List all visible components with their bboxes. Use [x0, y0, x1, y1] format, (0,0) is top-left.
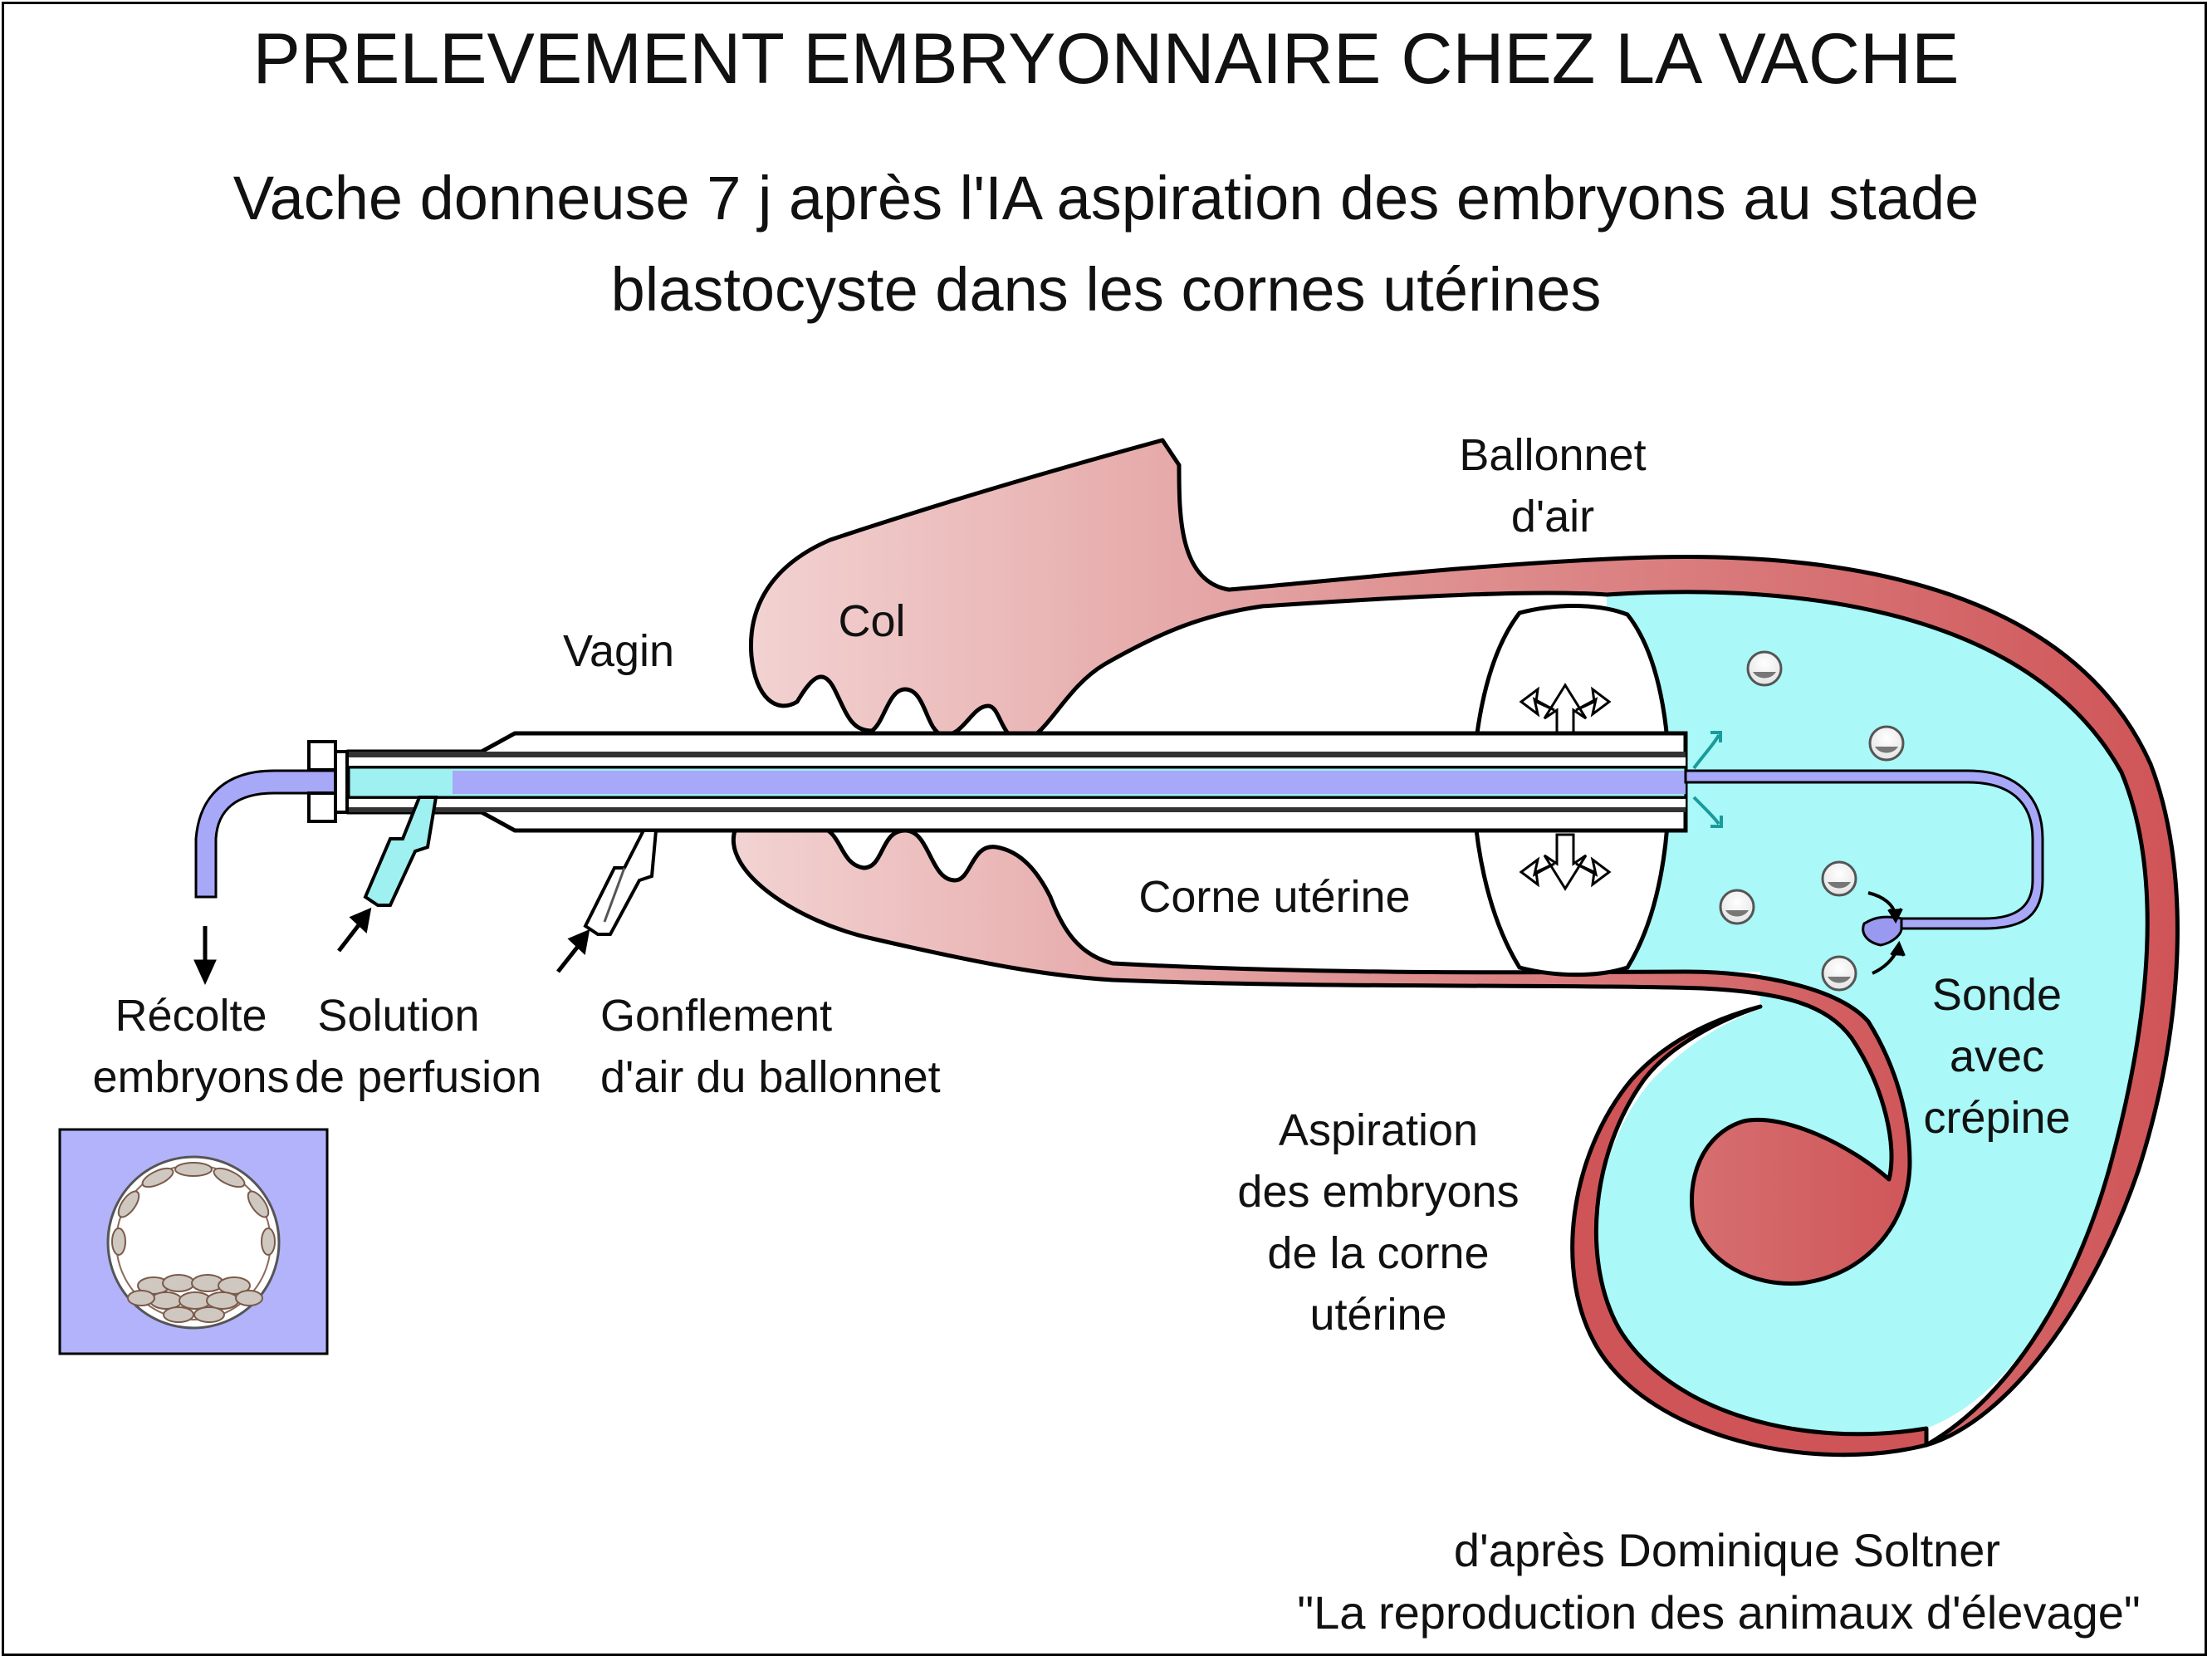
subtitle-line-1: Vache donneuse 7 j après l'IA aspiration… [232, 164, 1980, 233]
label-aspiration-line-4: utérine [1309, 1290, 1447, 1340]
label-corne: Corne utérine [1138, 872, 1411, 922]
blastocyst-inset [58, 1128, 329, 1355]
cervix-upper [748, 438, 2180, 1448]
label-ballonnet-line-1: Ballonnet [1459, 430, 1647, 480]
label-aspiration-line-1: Aspiration [1278, 1105, 1479, 1155]
embryos [1719, 650, 1905, 992]
diagram-title: PRELEVEMENT EMBRYONNAIRE CHEZ LA VACHE [252, 19, 1960, 99]
label-ballonnet-line-2: d'air [1510, 492, 1595, 541]
probe-strainer [1862, 915, 1903, 947]
perfusion-inlet [363, 796, 438, 907]
embryo [1868, 725, 1905, 762]
label-gonflement-line-1: Gonflement [600, 991, 833, 1041]
pointer-arrows [193, 907, 590, 986]
label-sonde-line-3: crépine [1923, 1093, 2071, 1143]
embryo [1821, 860, 1857, 897]
catheter-white-top [349, 757, 1686, 766]
fitting-top [307, 740, 337, 772]
fitting-collar [334, 750, 349, 814]
label-sonde-line-2: avec [1949, 1031, 2045, 1081]
fitting-bottom [307, 791, 337, 823]
embryo [1821, 955, 1857, 992]
perfusion-flow-arrows [1692, 731, 1723, 828]
label-recolte-line-1: Récolte [115, 991, 267, 1041]
label-aspiration-line-2: des embryons [1237, 1167, 1520, 1217]
label-vagin: Vagin [562, 626, 675, 676]
credit-line-2: "La reproduction des animaux d'élevage" [1297, 1586, 2141, 1639]
strainer-arrows [1867, 891, 1906, 975]
embryo [1746, 650, 1783, 687]
label-solution-line-1: Solution [317, 991, 480, 1041]
credit-line-1: d'après Dominique Soltner [1453, 1524, 2001, 1576]
cervix-lower [731, 823, 1912, 1286]
catheter-white-bottom [349, 799, 1686, 807]
label-gonflement-line-2: d'air du ballonnet [600, 1052, 941, 1102]
collection-tube [194, 769, 350, 899]
label-aspiration-line-3: de la corne [1267, 1228, 1490, 1278]
uterine-horn-outer-wall [1570, 1004, 1929, 1458]
air-inlet [583, 829, 658, 936]
air-line [603, 867, 626, 923]
label-col: Col [838, 596, 906, 646]
label-solution-line-2: de perfusion [295, 1052, 542, 1102]
label-recolte-line-2: embryons [92, 1052, 290, 1102]
embryo [1719, 889, 1755, 925]
probe-channel [453, 771, 1686, 794]
subtitle-line-2: blastocyste dans les cornes utérines [610, 255, 1602, 324]
label-sonde-line-1: Sonde [1931, 970, 2063, 1020]
